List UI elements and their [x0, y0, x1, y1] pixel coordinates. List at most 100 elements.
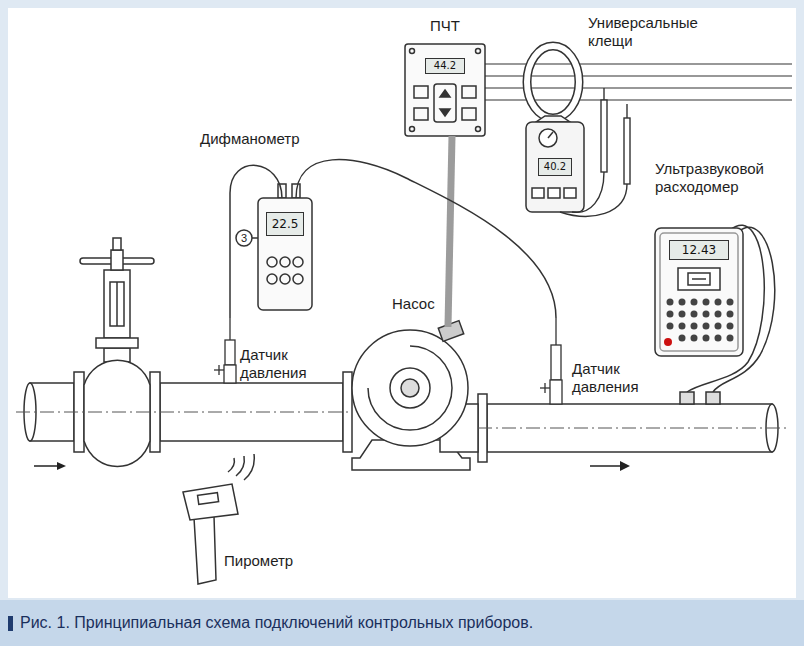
pressure-sensor-drawing	[555, 318, 556, 345]
manometer-body	[293, 274, 303, 284]
pyrometer-drawing	[183, 484, 238, 520]
instrument-label: Пирометр	[224, 552, 298, 570]
keypad	[679, 299, 686, 306]
signal-wire	[296, 160, 556, 318]
pressure-sensor-drawing	[225, 340, 235, 365]
flow-arrow	[34, 461, 630, 471]
keypad	[727, 335, 734, 342]
pressure-sensor-drawing	[550, 380, 562, 404]
gate-valve	[113, 238, 121, 250]
pyrometer-drawing	[198, 493, 219, 505]
manometer-body	[267, 274, 277, 284]
manometer-body	[252, 237, 258, 239]
pump: Насос	[352, 327, 476, 470]
test-probe	[603, 88, 604, 100]
test-probe	[560, 88, 630, 216]
converter-body	[414, 86, 428, 98]
test-probe	[601, 100, 607, 172]
manometer-body	[258, 198, 312, 310]
test-probe	[572, 172, 604, 212]
clamp-meter-body	[526, 122, 584, 212]
keypad	[679, 323, 686, 330]
converter-body	[410, 49, 415, 54]
keypad	[691, 323, 698, 330]
pressure-sensor-drawing	[551, 345, 561, 380]
ultrasonic-flowmeter: Ультразвуковой расходомер12.43	[655, 228, 743, 356]
center-line	[16, 412, 352, 413]
instrument-label: ПЧТ	[405, 17, 485, 35]
pressure-sensor-drawing	[214, 318, 562, 404]
gate-valve	[80, 238, 154, 467]
pyrometer: Пирометр	[178, 482, 298, 586]
converter-body	[440, 109, 450, 116]
keypad	[679, 311, 686, 318]
manometer-body	[236, 230, 252, 246]
manometer-body	[293, 257, 303, 267]
keypad	[715, 335, 722, 342]
clamp-meter-body	[564, 188, 576, 198]
manometer-body	[280, 274, 290, 284]
display-readout: 40.2	[538, 158, 572, 176]
pump-drawing	[390, 368, 430, 408]
clamp-meter-body	[536, 116, 570, 122]
keypad	[664, 338, 672, 346]
clamp-meter-body	[548, 188, 560, 198]
keypad	[727, 311, 734, 318]
converter-body	[410, 127, 415, 132]
manometer-body	[280, 257, 290, 267]
pressure-sensor-drawing	[229, 318, 230, 340]
signal-wire	[230, 165, 282, 318]
pump-drawing	[368, 346, 452, 430]
converter-body	[476, 49, 481, 54]
clamp-meter: Универсальные клещи40.2	[526, 122, 584, 212]
keypad	[691, 335, 698, 342]
keypad	[727, 299, 734, 306]
flowmeter-body	[678, 268, 720, 290]
center-line	[16, 412, 790, 428]
keypad	[703, 323, 710, 330]
converter-body	[405, 44, 485, 136]
instrument-label: Насос	[392, 295, 452, 313]
converter-body	[405, 44, 485, 136]
pressure-sensor: Датчик давления	[214, 318, 324, 388]
display-readout: 44.2	[425, 58, 465, 74]
pressure-sensor-drawing	[224, 365, 236, 383]
keypad	[703, 311, 710, 318]
clamp-meter-body	[527, 46, 579, 118]
pressure-sensor: Датчик давления	[540, 318, 652, 402]
caption-marker	[8, 616, 13, 631]
gate-valve	[104, 270, 130, 338]
pressure-sensor-drawing	[218, 365, 219, 375]
pyrometer-drawing	[194, 516, 216, 584]
clamp-meter-body	[539, 129, 557, 147]
keypad	[667, 323, 674, 330]
gate-valve	[111, 250, 123, 270]
center-line	[478, 428, 790, 429]
keypad	[715, 299, 722, 306]
instrument-label: Датчик давления	[240, 346, 322, 382]
clamp-meter-body	[548, 132, 553, 138]
flowmeter-body	[706, 392, 720, 404]
keypad	[715, 311, 722, 318]
flowmeter-body	[688, 273, 710, 285]
pyrometer-drawing	[228, 458, 234, 472]
converter-body	[440, 90, 450, 97]
test-probe	[624, 118, 630, 184]
clamp-meter-body	[527, 46, 579, 118]
converter-body	[414, 108, 428, 120]
converter-body	[462, 86, 476, 98]
manometer-body	[236, 184, 312, 310]
test-probe	[560, 184, 627, 216]
instrument-label: Ультразвуковой расходомер	[655, 160, 787, 196]
flowmeter-body	[655, 225, 775, 404]
keypad	[703, 299, 710, 306]
caption-bar: Рис. 1. Принципиальная схема подключений…	[0, 600, 804, 646]
pump-drawing	[352, 330, 468, 446]
frequency-converter: ПЧТ44.2	[405, 44, 485, 136]
flowmeter-body	[655, 228, 743, 356]
differential-manometer: Дифманометр22.5	[258, 198, 312, 310]
pyrometer-drawing	[236, 456, 244, 476]
